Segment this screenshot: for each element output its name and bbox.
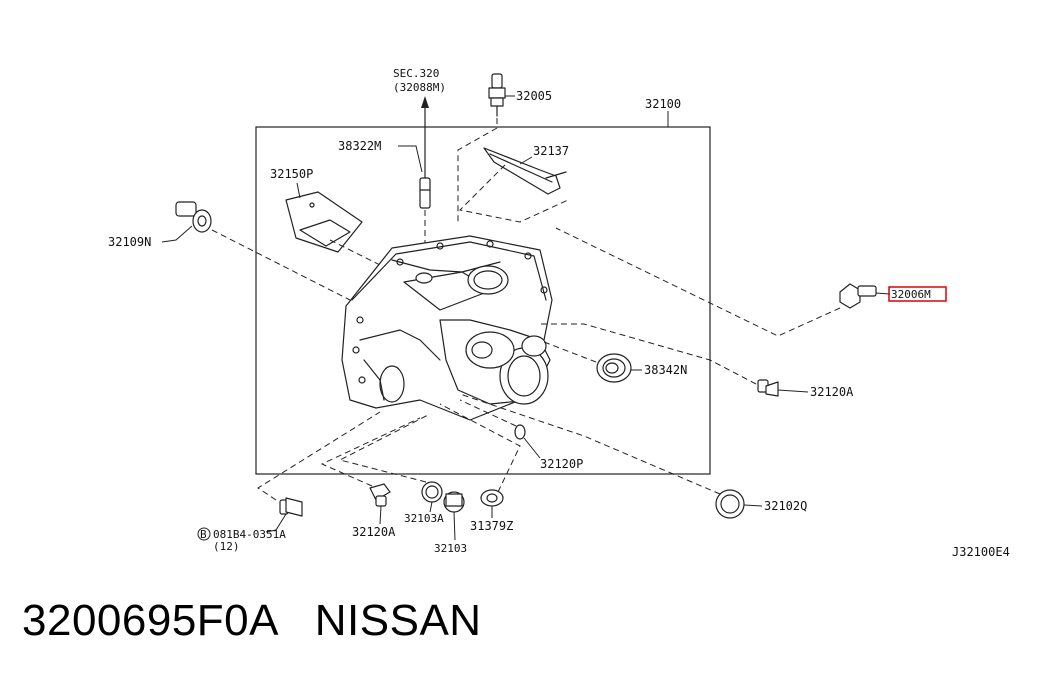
- diagram-code: J32100E4: [952, 545, 1010, 559]
- seal-32102Q: [715, 489, 745, 519]
- label-32103: 32103: [434, 542, 467, 555]
- arrow-up-icon: [421, 96, 429, 178]
- label-32120A-bottom: 32120A: [352, 525, 396, 539]
- circle-b-icon: B: [197, 527, 211, 541]
- label-sec-ref: SEC.320: [393, 67, 439, 80]
- sensor-32005: [488, 73, 506, 117]
- washer-31379Z: [480, 489, 504, 507]
- label-32100: 32100: [645, 97, 681, 111]
- bolt-32120A-right: [757, 379, 779, 397]
- label-sec-ref-sub: (32088M): [393, 81, 446, 94]
- plug-32103: [443, 491, 465, 513]
- transmission-case: [341, 235, 553, 421]
- label-31379Z: 31379Z: [470, 519, 513, 533]
- label-32120P: 32120P: [540, 457, 583, 471]
- bolt-32120A-bottom: [369, 483, 391, 507]
- label-081B4-0351A: 081B4-0351A: [213, 528, 286, 541]
- label-32102Q: 32102Q: [764, 499, 807, 513]
- svg-text:B: B: [200, 528, 207, 541]
- highlight-box: [888, 286, 947, 302]
- oring-32120P: [514, 424, 526, 440]
- label-38342N: 38342N: [644, 363, 687, 377]
- label-32109N: 32109N: [108, 235, 151, 249]
- label-32120A-right: 32120A: [810, 385, 854, 399]
- bolt-081B4-0351A: [279, 497, 303, 517]
- label-32137: 32137: [533, 144, 569, 158]
- pin-38322M: [419, 177, 431, 209]
- seal-38342N: [596, 353, 632, 383]
- label-32006M[interactable]: 32006M: [891, 288, 931, 301]
- bolt-32006M: [839, 283, 877, 309]
- label-32103A: 32103A: [404, 512, 444, 525]
- brand-name: NISSAN: [314, 596, 482, 645]
- bracket-32137: [483, 147, 567, 195]
- label-32150P: 32150P: [270, 167, 313, 181]
- plug-32109N: [175, 201, 212, 233]
- label-bolt-qty: (12): [213, 540, 240, 553]
- gasket-32103A: [421, 481, 443, 503]
- assembly-frame: [255, 126, 711, 475]
- plate-32150P: [285, 191, 363, 253]
- part-number: 3200695F0A: [22, 596, 277, 645]
- footer-caption: 3200695F0A NISSAN: [22, 596, 482, 646]
- label-32005: 32005: [516, 89, 552, 103]
- label-38322M: 38322M: [338, 139, 381, 153]
